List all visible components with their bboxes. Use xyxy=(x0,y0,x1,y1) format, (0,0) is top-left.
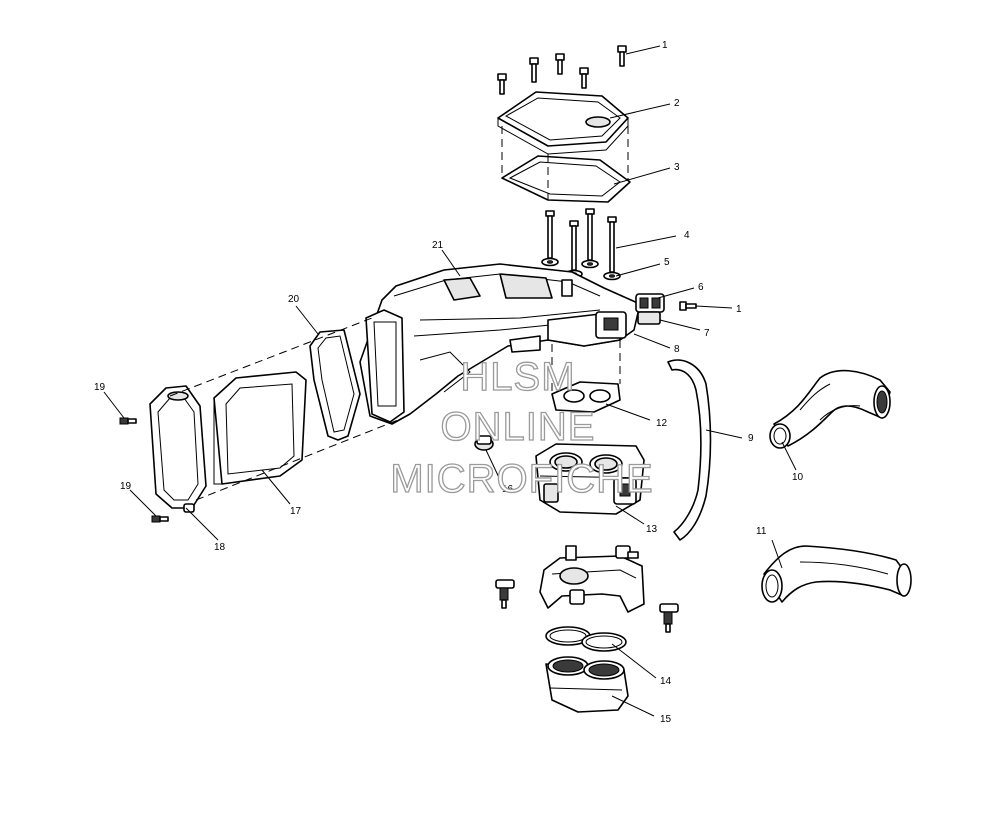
intake-sensor xyxy=(635,293,665,325)
filter-cover xyxy=(149,385,207,513)
callout-18: 18 xyxy=(214,542,226,553)
callout-5: 5 xyxy=(664,257,670,268)
intake-duct-upper xyxy=(769,369,891,449)
throttle-gasket xyxy=(551,381,621,413)
intake-duct-lower xyxy=(761,545,912,603)
callout-11: 11 xyxy=(756,526,767,537)
callout-4: 4 xyxy=(684,230,690,241)
callout-1-top: 1 xyxy=(662,40,668,51)
callout-9: 9 xyxy=(748,433,754,444)
airbox-cover xyxy=(497,91,629,155)
watermark-line-3: MICROFICHE xyxy=(390,457,653,501)
throttle-body xyxy=(535,443,645,515)
callout-labels: 1 2 3 4 5 6 1 7 8 9 10 11 12 13 14 15 16… xyxy=(94,40,804,725)
intake-boot xyxy=(545,656,629,713)
watermark-line-2: ONLINE xyxy=(441,405,596,449)
callout-2: 2 xyxy=(674,98,680,109)
cover-screw-bottom xyxy=(151,515,169,523)
callout-13: 13 xyxy=(646,524,658,535)
watermark-line-1: HLSM xyxy=(460,355,575,399)
callout-19-top: 19 xyxy=(94,382,106,393)
callout-14: 14 xyxy=(660,676,672,687)
sensor-screw xyxy=(679,301,697,311)
airbox-housing xyxy=(359,263,641,425)
callout-17: 17 xyxy=(290,506,302,517)
fuel-injector-right xyxy=(659,603,679,633)
callout-16: 16 xyxy=(502,484,514,495)
callout-21: 21 xyxy=(432,240,444,251)
vent-hose xyxy=(667,359,712,541)
cover-gasket xyxy=(501,155,631,203)
callout-7: 7 xyxy=(704,328,710,339)
drain-valve xyxy=(474,435,494,451)
fuel-injector-left xyxy=(495,579,515,609)
callout-10: 10 xyxy=(792,472,804,483)
callout-20: 20 xyxy=(288,294,300,305)
callout-8: 8 xyxy=(674,344,680,355)
callout-15: 15 xyxy=(660,714,672,725)
leader-lines xyxy=(103,45,797,717)
callout-19-bottom: 19 xyxy=(120,481,132,492)
cover-bolts xyxy=(497,45,627,95)
callout-12: 12 xyxy=(656,418,668,429)
callout-6: 6 xyxy=(698,282,704,293)
filter-gasket xyxy=(309,329,361,441)
long-bolts xyxy=(545,208,617,273)
callout-3: 3 xyxy=(674,162,680,173)
fuel-rail xyxy=(539,545,645,613)
watermark: HLSM ONLINE MICROFICHE xyxy=(390,354,654,501)
callout-1-side: 1 xyxy=(736,304,742,315)
cover-screw-top xyxy=(119,417,137,425)
intake-gasket xyxy=(545,626,627,652)
air-filter xyxy=(213,371,307,485)
